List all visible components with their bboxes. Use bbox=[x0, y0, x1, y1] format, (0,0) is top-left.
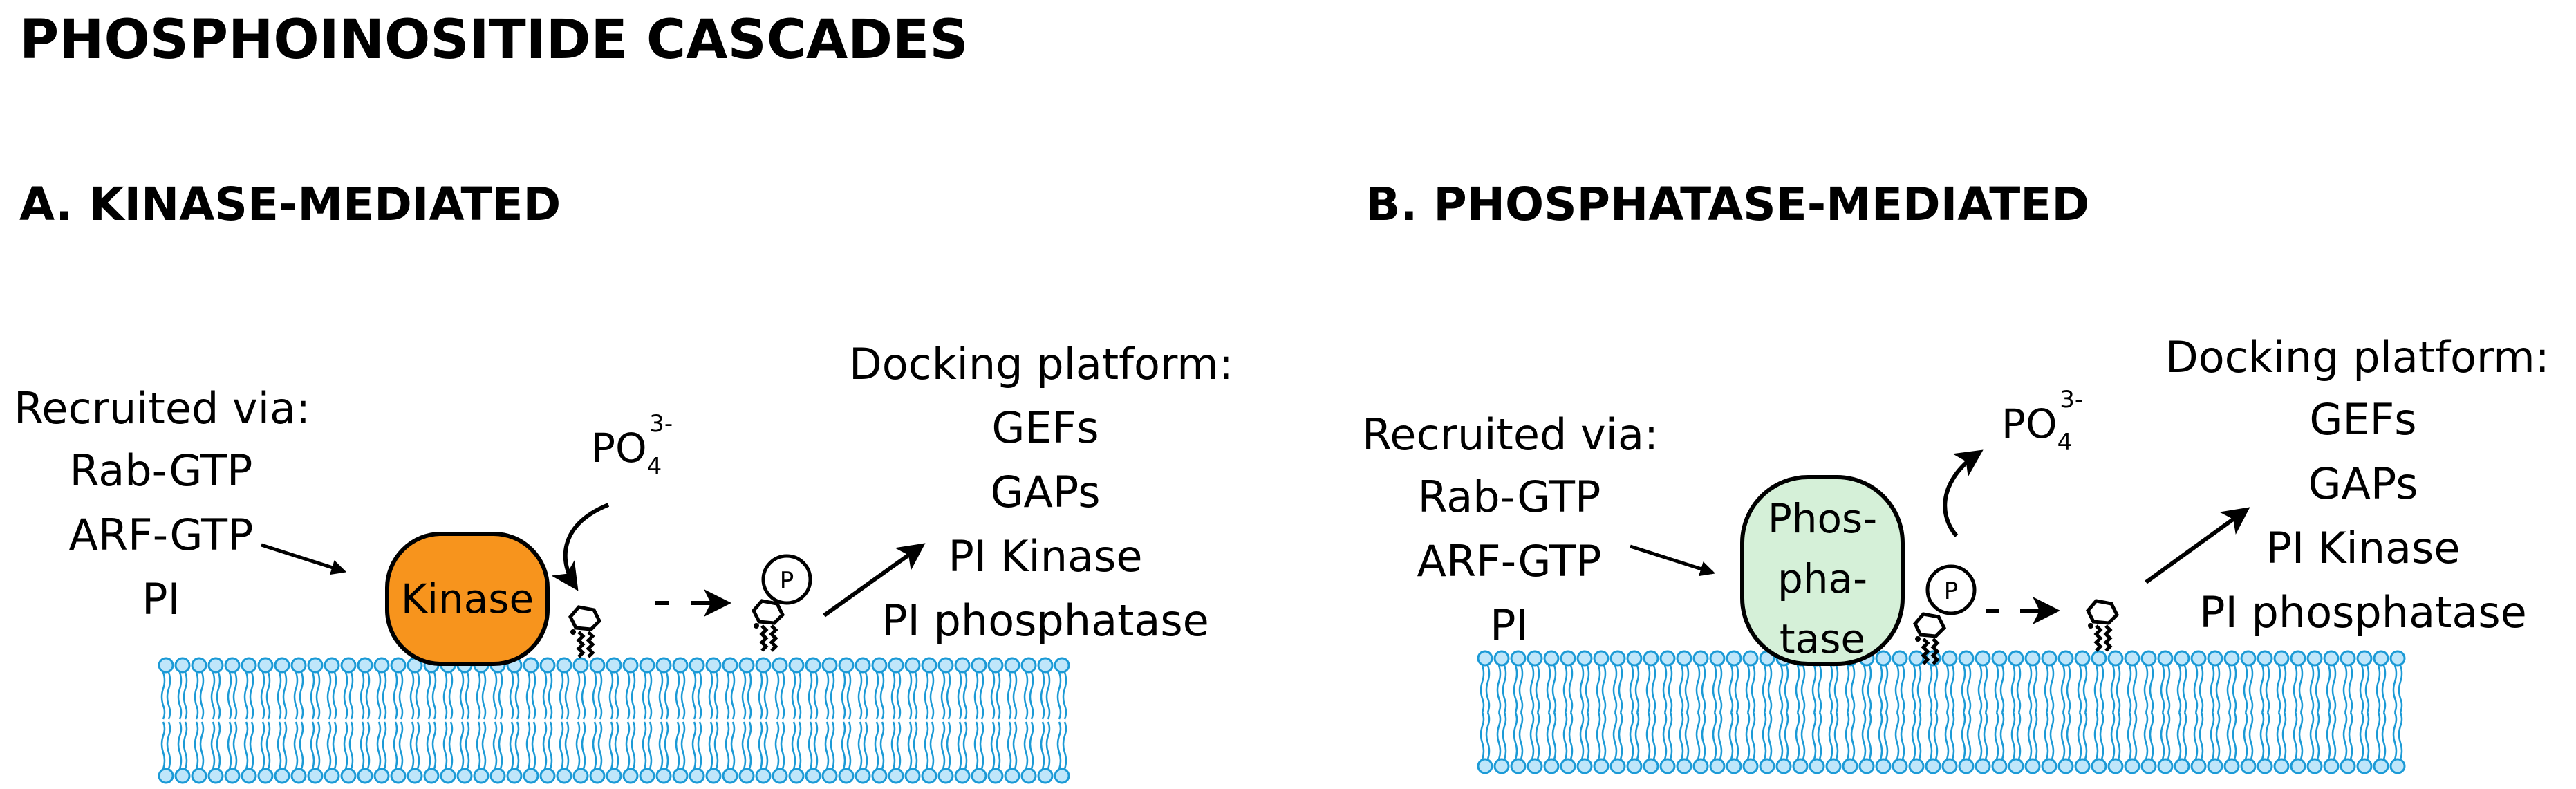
phosphate-group-a-label: P bbox=[780, 567, 794, 595]
panel-b-heading: B. PHOSPHATASE-MEDIATED bbox=[1365, 178, 2089, 231]
panel-a-recruited-item-2: ARF-GTP bbox=[69, 510, 254, 560]
page-title: PHOSPHOINOSITIDE CASCADES bbox=[19, 9, 969, 71]
panel-b-recruited-item-1: Rab-GTP bbox=[1418, 472, 1601, 522]
phosphate-ion-a: PO43- bbox=[591, 410, 673, 481]
phosphatase-label-line-3: tase bbox=[1780, 615, 1865, 662]
membrane-bilayer-b bbox=[1477, 650, 2406, 774]
panel-a-docking-item-3: PI Kinase bbox=[949, 531, 1143, 582]
phosphate-ion-b: PO43- bbox=[2001, 386, 2083, 456]
panel-b-docking-title: Docking platform: bbox=[2165, 332, 2550, 382]
panel-a-recruited-item-3: PI bbox=[142, 574, 180, 624]
recruit-arrow-a bbox=[261, 543, 347, 575]
phosphate-out-arrow bbox=[1943, 449, 1984, 537]
pi-lipid-b2 bbox=[2086, 599, 2120, 652]
pi-lipid-a1 bbox=[568, 605, 602, 658]
panel-a-docking-item-4: PI phosphatase bbox=[881, 595, 1209, 646]
panel-b-docking-item-2: GAPs bbox=[2308, 458, 2418, 509]
panel-b-recruited-title: Recruited via: bbox=[1362, 409, 1659, 460]
panel-a-docking-item-1: GEFs bbox=[991, 402, 1099, 453]
phosphatase-enzyme bbox=[1740, 475, 1905, 666]
phosphatase-label-line-2: pha- bbox=[1777, 555, 1867, 602]
panel-a-heading: A. KINASE-MEDIATED bbox=[19, 178, 561, 231]
pi-lipid-phosphorylated-b bbox=[1913, 612, 1947, 665]
panel-a-docking-title: Docking platform: bbox=[849, 339, 1233, 389]
phosphate-in-arrow bbox=[551, 503, 610, 591]
docking-arrow-b bbox=[2145, 507, 2250, 584]
pi-lipid-phosphorylated-a bbox=[752, 599, 785, 652]
panel-b-docking-item-1: GEFs bbox=[2309, 394, 2416, 445]
panel-phosphatase-mediated: B. PHOSPHATASE-MEDIATED Recruited via: R… bbox=[1362, 178, 2550, 774]
panel-b-recruited-item-3: PI bbox=[1490, 600, 1529, 651]
phosphate-group-b-label: P bbox=[1944, 577, 1959, 605]
kinase-enzyme bbox=[385, 532, 550, 666]
membrane-bilayer-a bbox=[158, 657, 1070, 784]
recruit-arrow-b bbox=[1630, 544, 1716, 577]
panel-b-docking-item-4: PI phosphatase bbox=[2199, 587, 2527, 638]
phosphate-group-a bbox=[761, 554, 812, 605]
panel-b-recruited-item-2: ARF-GTP bbox=[1417, 536, 1602, 586]
panel-a-recruited-item-1: Rab-GTP bbox=[70, 445, 253, 496]
panel-a-docking-item-2: GAPs bbox=[990, 467, 1100, 517]
phosphate-group-b bbox=[1925, 564, 1977, 615]
kinase-label: Kinase bbox=[401, 575, 534, 622]
panel-a-recruited-title: Recruited via: bbox=[14, 383, 310, 434]
panel-kinase-mediated: A. KINASE-MEDIATED Recruited via: Rab-GT… bbox=[14, 178, 1233, 784]
docking-arrow-a bbox=[823, 543, 926, 618]
panel-b-docking-item-3: PI Kinase bbox=[2266, 523, 2461, 573]
phosphatase-label-line-1: Phos- bbox=[1768, 495, 1877, 542]
